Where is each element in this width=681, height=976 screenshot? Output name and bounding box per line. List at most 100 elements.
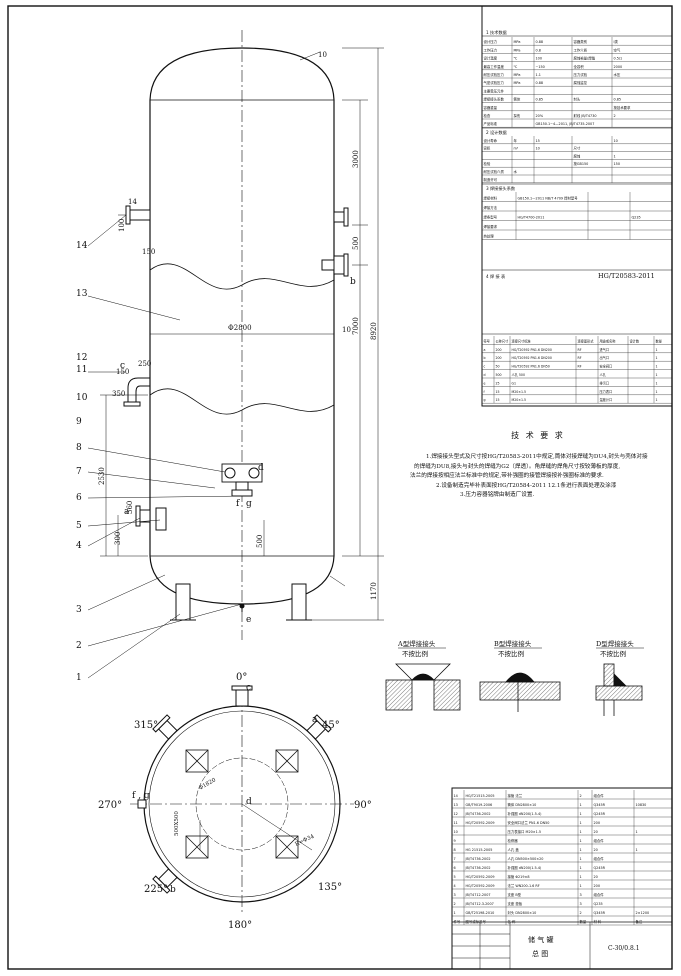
parts-cell: 13 xyxy=(454,803,458,807)
parts-cell: 8 xyxy=(454,848,456,852)
nozzle-cell: 排污口 xyxy=(600,380,610,385)
parts-cell: 1 xyxy=(580,821,582,825)
parts-cell: 图号或标准号 xyxy=(466,919,487,924)
angle-270: 270° xyxy=(98,800,122,811)
nozzle-cell: 50 xyxy=(496,365,500,369)
nozzle-cell: f xyxy=(484,390,486,394)
leader-5: 5 xyxy=(76,521,82,531)
nozzle-cell: 15 xyxy=(496,398,500,402)
nozzle-cell: 1 xyxy=(656,356,658,360)
dim-350: 350 xyxy=(112,390,125,398)
spec1-cell: MPa xyxy=(514,40,521,44)
angle-90: 90° xyxy=(354,800,372,811)
nozzle-cell: 1 xyxy=(656,348,658,352)
leader-6: 6 xyxy=(76,493,82,503)
spec1-cell: 焊接接头系数 xyxy=(484,97,505,102)
tech-req-line-4: 2.设备制造完毕补表面按HG/T20584-2011 12.1条进行表面处理及涂… xyxy=(436,482,617,489)
nozzle-tag-g: g xyxy=(246,499,252,509)
parts-cell: 接管 Φ219×8 xyxy=(508,874,530,879)
nozzle-cell: 数量 xyxy=(656,338,663,343)
leader-10: 10 xyxy=(76,393,88,403)
parts-cell: 组合件 xyxy=(594,856,605,861)
spec-section-4: 4 焊 接 表 xyxy=(486,273,506,280)
spec1-cell: 20% xyxy=(536,114,544,118)
dim-500: 500 xyxy=(256,535,264,548)
nozzle-cell: 人孔 500 xyxy=(512,372,525,377)
parts-cell: 安全阀口法兰 PN1.6 DN50 xyxy=(508,820,550,825)
nozzle-cell: HG/T20592 PN1.6 DN200 xyxy=(512,356,552,360)
spec1-cell: 按技术要求 xyxy=(614,105,632,110)
parts-cell: 备注 xyxy=(636,919,643,924)
spec3-cell: 焊条型号 xyxy=(484,215,498,220)
spec1-cell: MPa xyxy=(514,73,521,77)
nozzle-tag-b: b xyxy=(350,277,356,287)
nozzle-cell: 连接面形式 xyxy=(578,338,595,343)
tech-req-line-1: 1.焊接接头型式及尺寸按HG/T20583-2011中规定,筒体对接焊缝为DU4… xyxy=(426,454,648,460)
leader-1: 1 xyxy=(76,673,82,683)
spec2-cell: 按GB150 xyxy=(574,161,589,166)
parts-cell: 组合件 xyxy=(594,892,605,897)
spec2-cell: 15 xyxy=(536,139,540,143)
nozzle-cell: 温度计口 xyxy=(600,397,613,402)
weld-d-title: D型焊接接头 xyxy=(596,639,634,648)
parts-cell: 20II xyxy=(594,884,600,888)
nozzle-cell: RF xyxy=(578,365,582,369)
leader-13: 13 xyxy=(76,289,88,299)
parts-cell: 支座 B型 xyxy=(508,892,522,897)
dim-14: 14 xyxy=(128,198,137,206)
spec1-cell: 容器类别 xyxy=(574,39,588,44)
parts-cell: 20II xyxy=(594,821,600,825)
spec1-cell: 设计压力 xyxy=(484,39,498,44)
parts-cell: 材 料 xyxy=(594,919,602,924)
nozzle-tag-c: c xyxy=(120,361,125,371)
dim-support: 1170 xyxy=(370,582,378,600)
parts-cell: HG/T20592-2009 xyxy=(466,884,495,888)
nozzle-cell: 压力表口 xyxy=(600,389,613,394)
angle-180: 180° xyxy=(228,920,252,931)
nozzle-cell: 1 xyxy=(656,390,658,394)
nozzle-cell: 25 xyxy=(496,381,500,385)
spec3-cell: 焊接要求 xyxy=(484,224,498,229)
parts-cell: 2 xyxy=(454,902,456,906)
nozzle-cell: b xyxy=(484,356,486,360)
plan-bolt-circle: Φ1820 xyxy=(198,777,217,792)
spec3-cell: 热处理 xyxy=(484,234,495,239)
tech-requirements: 技 术 要 求 1.焊接接头型式及尺寸按HG/T20583-2011中规定,筒体… xyxy=(402,430,674,501)
spec1-cell: GB150.1~4—2011, JB/T4735-2007 xyxy=(536,122,595,126)
spec1-cell: 检查 xyxy=(484,113,491,118)
spec1-cell: 探伤 xyxy=(514,113,521,118)
dim-shell-thk: 10 xyxy=(342,326,351,334)
spec-section-2: 2 设计数据 xyxy=(486,129,507,136)
dim-diameter: Φ2800 xyxy=(228,324,252,332)
parts-cell: JB/T4712-2007 xyxy=(465,893,491,897)
spec1-cell: ~150 xyxy=(536,65,545,69)
spec1-cell: 产品标准 xyxy=(484,121,498,126)
leader-7: 7 xyxy=(76,467,82,477)
spec1-cell: 0.85 xyxy=(614,98,622,102)
leader-14: 14 xyxy=(76,241,88,251)
parts-cell: HG/T21515-2005 xyxy=(466,794,495,798)
nozzle-tag-e: e xyxy=(246,615,251,625)
parts-cell: 1 xyxy=(580,857,582,861)
parts-cell: 检修器 xyxy=(508,838,519,843)
angle-315: 315° xyxy=(134,720,158,731)
spec2-cell: 10 xyxy=(536,147,540,151)
nozzle-cell: 500 xyxy=(496,373,502,377)
parts-cell: GB/T25198-2010 xyxy=(466,911,495,915)
parts-cell: 1 xyxy=(636,830,638,834)
parts-cell: 2 xyxy=(580,794,582,798)
spec3-cell: GB150.1—2011 NB/T 4709 焊材型号 xyxy=(518,196,579,201)
nozzle-cell: 15 xyxy=(496,390,500,394)
nozzle-cell: HG/T20592 PN1.6 DN50 xyxy=(512,365,550,369)
parts-cell: HG 21515-2005 xyxy=(466,848,493,852)
nozzle-cell: 1 xyxy=(656,398,658,402)
leader-9: 9 xyxy=(76,417,82,427)
tech-req-line-3: 法兰的焊接按相应法兰标准中的规定,带补强圈的接管焊接按补强圈标准的要求. xyxy=(410,473,604,479)
title-block xyxy=(452,921,672,969)
weld-detail-b xyxy=(479,672,561,712)
parts-cell: Q245R xyxy=(594,812,606,816)
nozzle-cell: 1 xyxy=(656,365,658,369)
nozzle-cell: 连接尺寸标准 xyxy=(512,338,532,343)
parts-cell: 名 称 xyxy=(508,919,516,924)
parts-cell: JB/T4736-2002 xyxy=(465,812,491,816)
